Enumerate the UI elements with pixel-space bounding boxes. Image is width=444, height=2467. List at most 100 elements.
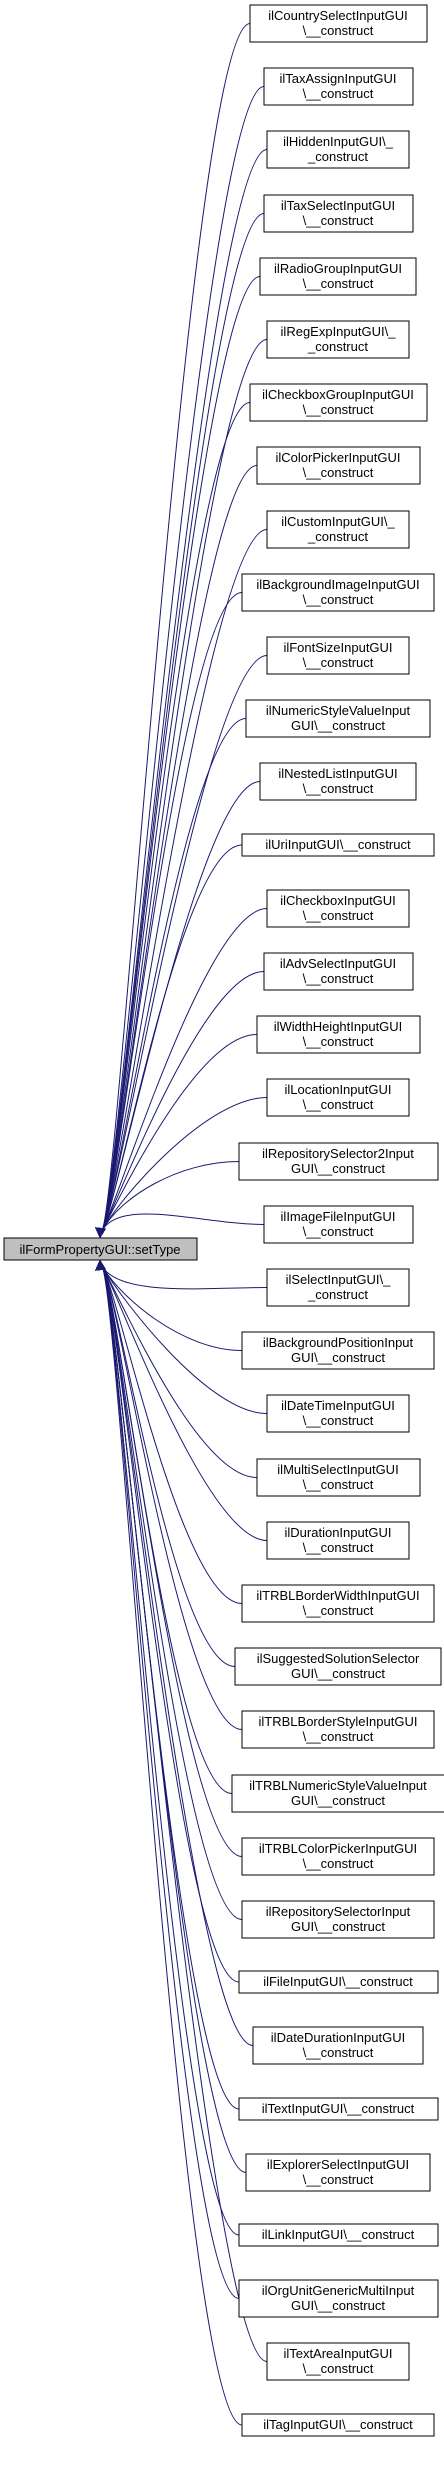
caller-node-label: \__construct [303, 465, 374, 480]
caller-node[interactable]: ilHiddenInputGUI\__construct [266, 130, 410, 169]
caller-node[interactable]: ilSelectInputGUI\__construct [266, 1268, 410, 1307]
caller-node-label: GUI\__construct [291, 1161, 385, 1176]
caller-node[interactable]: ilCheckboxGroupInputGUI\__construct [249, 383, 428, 422]
caller-node-label: ilTagInputGUI\__construct [263, 2417, 413, 2432]
caller-node-label: ilCustomInputGUI\_ [281, 514, 395, 529]
caller-node-label: ilRepositorySelector2Input [262, 1146, 414, 1161]
caller-node-box [241, 833, 435, 857]
call-edge [101, 1265, 268, 1541]
caller-node[interactable]: ilTRBLColorPickerInputGUI\__construct [241, 1837, 435, 1876]
call-edge [101, 1265, 268, 1290]
call-edge [101, 1161, 240, 1232]
caller-node-box [266, 1268, 410, 1307]
call-edge [101, 718, 247, 1232]
caller-node[interactable]: ilLocationInputGUI\__construct [266, 1078, 410, 1117]
call-edge [101, 1097, 268, 1232]
caller-node[interactable]: ilLinkInputGUI\__construct [238, 2223, 439, 2247]
caller-node-label: ilOrgUnitGenericMultiInput [262, 2283, 415, 2298]
caller-node-label: \__construct [303, 1224, 374, 1239]
caller-node-label: _construct [307, 339, 368, 354]
caller-node[interactable]: ilRepositorySelector2InputGUI\__construc… [238, 1142, 439, 1181]
caller-node[interactable]: ilCustomInputGUI\__construct [266, 510, 410, 549]
caller-node[interactable]: ilUriInputGUI\__construct [241, 833, 435, 857]
caller-node-label: \__construct [303, 402, 374, 417]
caller-node-label: _construct [307, 529, 368, 544]
caller-node-box [266, 1521, 410, 1560]
caller-node[interactable]: ilSuggestedSolutionSelectorGUI\__constru… [234, 1647, 442, 1686]
caller-node-label: ilSuggestedSolutionSelector [257, 1651, 420, 1666]
caller-node-box [241, 1900, 435, 1939]
caller-node[interactable]: ilTRBLBorderStyleInputGUI\__construct [241, 1710, 435, 1749]
caller-node-label: ilDurationInputGUI [285, 1525, 392, 1540]
caller-node-box [252, 2026, 424, 2065]
caller-node-label: GUI\__construct [291, 1666, 385, 1681]
caller-node[interactable]: ilFontSizeInputGUI\__construct [266, 636, 410, 675]
caller-node-label: \__construct [303, 1477, 374, 1492]
caller-node-label: ilDateTimeInputGUI [281, 1398, 395, 1413]
caller-node[interactable]: ilTagInputGUI\__construct [241, 2413, 435, 2437]
caller-node[interactable]: ilNestedListInputGUI\__construct [259, 762, 417, 801]
caller-node-label: \__construct [303, 655, 374, 670]
caller-node-label: ilTRBLBorderWidthInputGUI [256, 1588, 419, 1603]
caller-node[interactable]: ilFileInputGUI\__construct [238, 1970, 439, 1994]
caller-node-label: _construct [307, 1287, 368, 1302]
caller-node-label: \__construct [303, 592, 374, 607]
caller-node[interactable]: ilTaxSelectInputGUI\__construct [263, 194, 414, 233]
caller-node-box [238, 2223, 439, 2247]
graph-edges [95, 23, 268, 2426]
caller-node-label: ilBackgroundPositionInput [263, 1335, 414, 1350]
edge-arrowhead [95, 1227, 106, 1239]
caller-node-label: ilTaxAssignInputGUI [279, 71, 396, 86]
call-edge [101, 1265, 240, 2299]
caller-node[interactable]: ilDateDurationInputGUI\__construct [252, 2026, 424, 2065]
caller-node-label: ilSelectInputGUI\_ [286, 1272, 392, 1287]
caller-node[interactable]: ilDateTimeInputGUI\__construct [266, 1394, 410, 1433]
caller-node-label: ilDateDurationInputGUI [271, 2030, 405, 2045]
caller-node[interactable]: ilTRBLBorderWidthInputGUI\__construct [241, 1584, 435, 1623]
caller-node[interactable]: ilImageFileInputGUI\__construct [263, 1205, 414, 1244]
caller-node-box [234, 1647, 442, 1686]
caller-node-label: ilFontSizeInputGUI [283, 640, 392, 655]
caller-node[interactable]: ilColorPickerInputGUI\__construct [256, 446, 421, 485]
caller-node-label: \__construct [303, 2172, 374, 2187]
caller-node-label: ilRadioGroupInputGUI [274, 261, 402, 276]
caller-node[interactable]: ilAdvSelectInputGUI\__construct [263, 952, 414, 991]
caller-node-box [263, 952, 414, 991]
caller-node[interactable]: ilTextInputGUI\__construct [238, 2097, 439, 2121]
graph-nodes: ilCountrySelectInputGUI\__construct ilTax… [231, 4, 444, 2437]
caller-node-box [266, 510, 410, 549]
caller-node[interactable]: ilBackgroundImageInputGUI\__construct [241, 573, 435, 612]
caller-node[interactable]: ilTaxAssignInputGUI\__construct [263, 67, 414, 106]
caller-node[interactable]: ilOrgUnitGenericMultiInputGUI\__construc… [238, 2279, 439, 2318]
caller-node[interactable]: ilWidthHeightInputGUI\__construct [256, 1015, 421, 1054]
caller-node-box [256, 1015, 421, 1054]
caller-node[interactable]: ilTextAreaInputGUI\__construct [266, 2342, 410, 2381]
caller-node-label: ilRepositorySelectorInput [266, 1904, 411, 1919]
caller-node[interactable]: ilCountrySelectInputGUI\__construct [249, 4, 428, 43]
caller-node[interactable]: ilCheckboxInputGUI\__construct [266, 889, 410, 928]
call-edge [101, 844, 243, 1232]
caller-node-box [259, 257, 417, 296]
caller-node-label: ilAdvSelectInputGUI [280, 956, 396, 971]
caller-node[interactable]: ilExplorerSelectInputGUI\__construct [245, 2153, 431, 2192]
caller-node-label: ilTRBLBorderStyleInputGUI [259, 1714, 418, 1729]
caller-node[interactable]: ilMultiSelectInputGUI\__construct [256, 1458, 421, 1497]
call-edge [101, 1265, 243, 1730]
call-edge [101, 1265, 243, 1351]
caller-node[interactable]: ilTRBLNumericStyleValueInputGUI\__constr… [231, 1774, 444, 1813]
call-edge [101, 402, 251, 1232]
caller-node-label: ilRegExpInputGUI\_ [281, 324, 397, 339]
caller-node-box [249, 383, 428, 422]
caller-node[interactable]: ilRegExpInputGUI\__construct [266, 320, 410, 359]
caller-node-label: \__construct [303, 1856, 374, 1871]
root-node[interactable]: ilFormPropertyGUI::setType [3, 1237, 198, 1261]
caller-node[interactable]: ilDurationInputGUI\__construct [266, 1521, 410, 1560]
caller-node[interactable]: ilRadioGroupInputGUI\__construct [259, 257, 417, 296]
caller-node-label: \__construct [303, 1097, 374, 1112]
call-edge [101, 1265, 243, 1604]
call-edge [101, 908, 268, 1232]
